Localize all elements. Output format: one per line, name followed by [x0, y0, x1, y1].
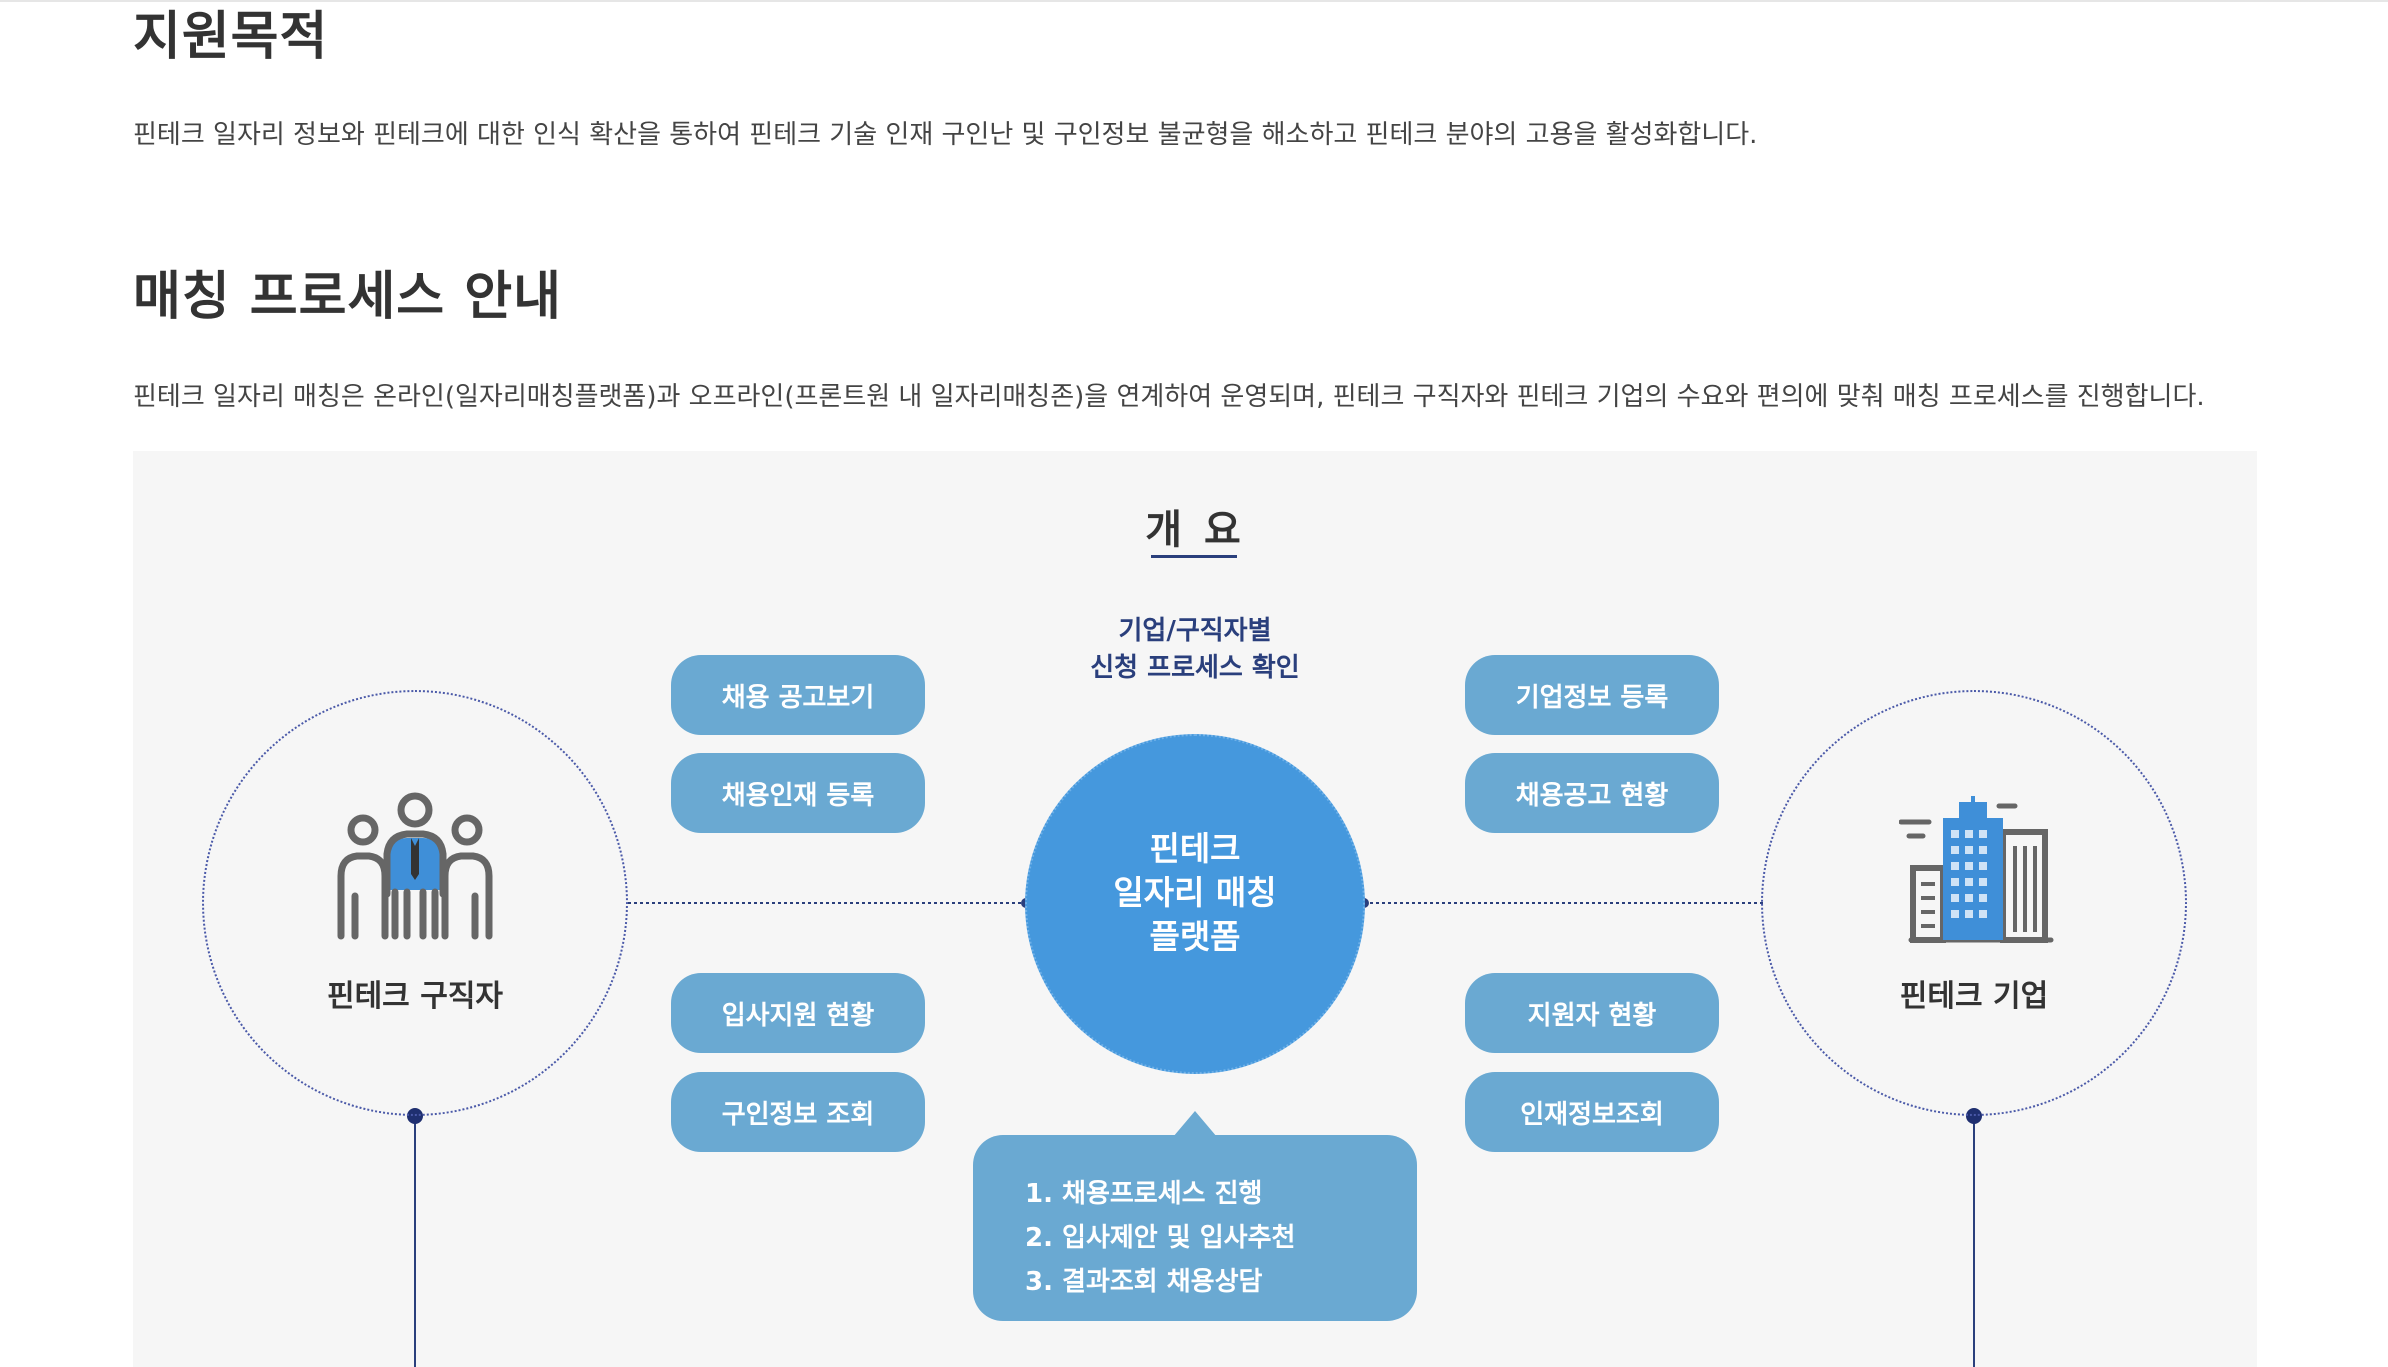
- hub-label-line: 일자리 매칭: [1113, 873, 1277, 912]
- hub-label-line: 핀테크: [1149, 829, 1241, 868]
- pill-job-info-search[interactable]: 구인정보 조회: [671, 1072, 925, 1152]
- pill-applicant-status[interactable]: 지원자 현황: [1465, 973, 1719, 1053]
- overview-underline: [1151, 555, 1237, 558]
- callout-pointer: [1173, 1111, 1217, 1137]
- company-circle: [1761, 690, 2187, 1116]
- pill-job-postings[interactable]: 채용 공고보기: [671, 655, 925, 735]
- process-heading: 매칭 프로세스 안내: [133, 267, 562, 327]
- top-divider: [0, 0, 2388, 2]
- company-label: 핀테크 기업: [1899, 979, 2049, 1014]
- pill-company-register[interactable]: 기업정보 등록: [1465, 655, 1719, 735]
- center-caption-line: 신청 프로세스 확인: [1090, 653, 1300, 683]
- seeker-circle: [202, 690, 628, 1116]
- hub-label-line: 플랫폼: [1149, 917, 1241, 956]
- pill-talent-register[interactable]: 채용인재 등록: [671, 753, 925, 833]
- callout-step: 1. 채용프로세스 진행: [1025, 1179, 1263, 1209]
- overview-title: 개 요: [1145, 507, 1245, 553]
- matching-process-diagram: 개 요 기업/구직자별 신청 프로세스 확인 핀테크 구직자: [133, 451, 2257, 1367]
- office-building-icon: [1899, 796, 2054, 943]
- purpose-heading: 지원목적: [133, 7, 329, 67]
- process-description: 핀테크 일자리 매칭은 온라인(일자리매칭플랫폼)과 오프라인(프론트원 내 일…: [133, 382, 2205, 412]
- connector-lines: [407, 898, 1982, 1367]
- pill-application-status[interactable]: 입사지원 현황: [671, 973, 925, 1053]
- center-caption: 기업/구직자별 신청 프로세스 확인: [1033, 613, 1357, 687]
- people-group-icon: [337, 792, 493, 940]
- matching-platform-hub: [1025, 734, 1365, 1074]
- purpose-description: 핀테크 일자리 정보와 핀테크에 대한 인식 확산을 통하여 핀테크 기술 인재…: [133, 120, 1758, 150]
- callout-step: 2. 입사제안 및 입사추천: [1025, 1223, 1296, 1253]
- seeker-label: 핀테크 구직자: [326, 979, 504, 1014]
- callout-step: 3. 결과조회 채용상담: [1025, 1267, 1263, 1297]
- pill-posting-status[interactable]: 채용공고 현황: [1465, 753, 1719, 833]
- hub-label: 핀테크 일자리 매칭 플랫폼: [1025, 827, 1365, 959]
- process-steps-callout: [973, 1135, 1417, 1321]
- center-caption-line: 기업/구직자별: [1118, 616, 1272, 646]
- pill-talent-search[interactable]: 인재정보조회: [1465, 1072, 1719, 1152]
